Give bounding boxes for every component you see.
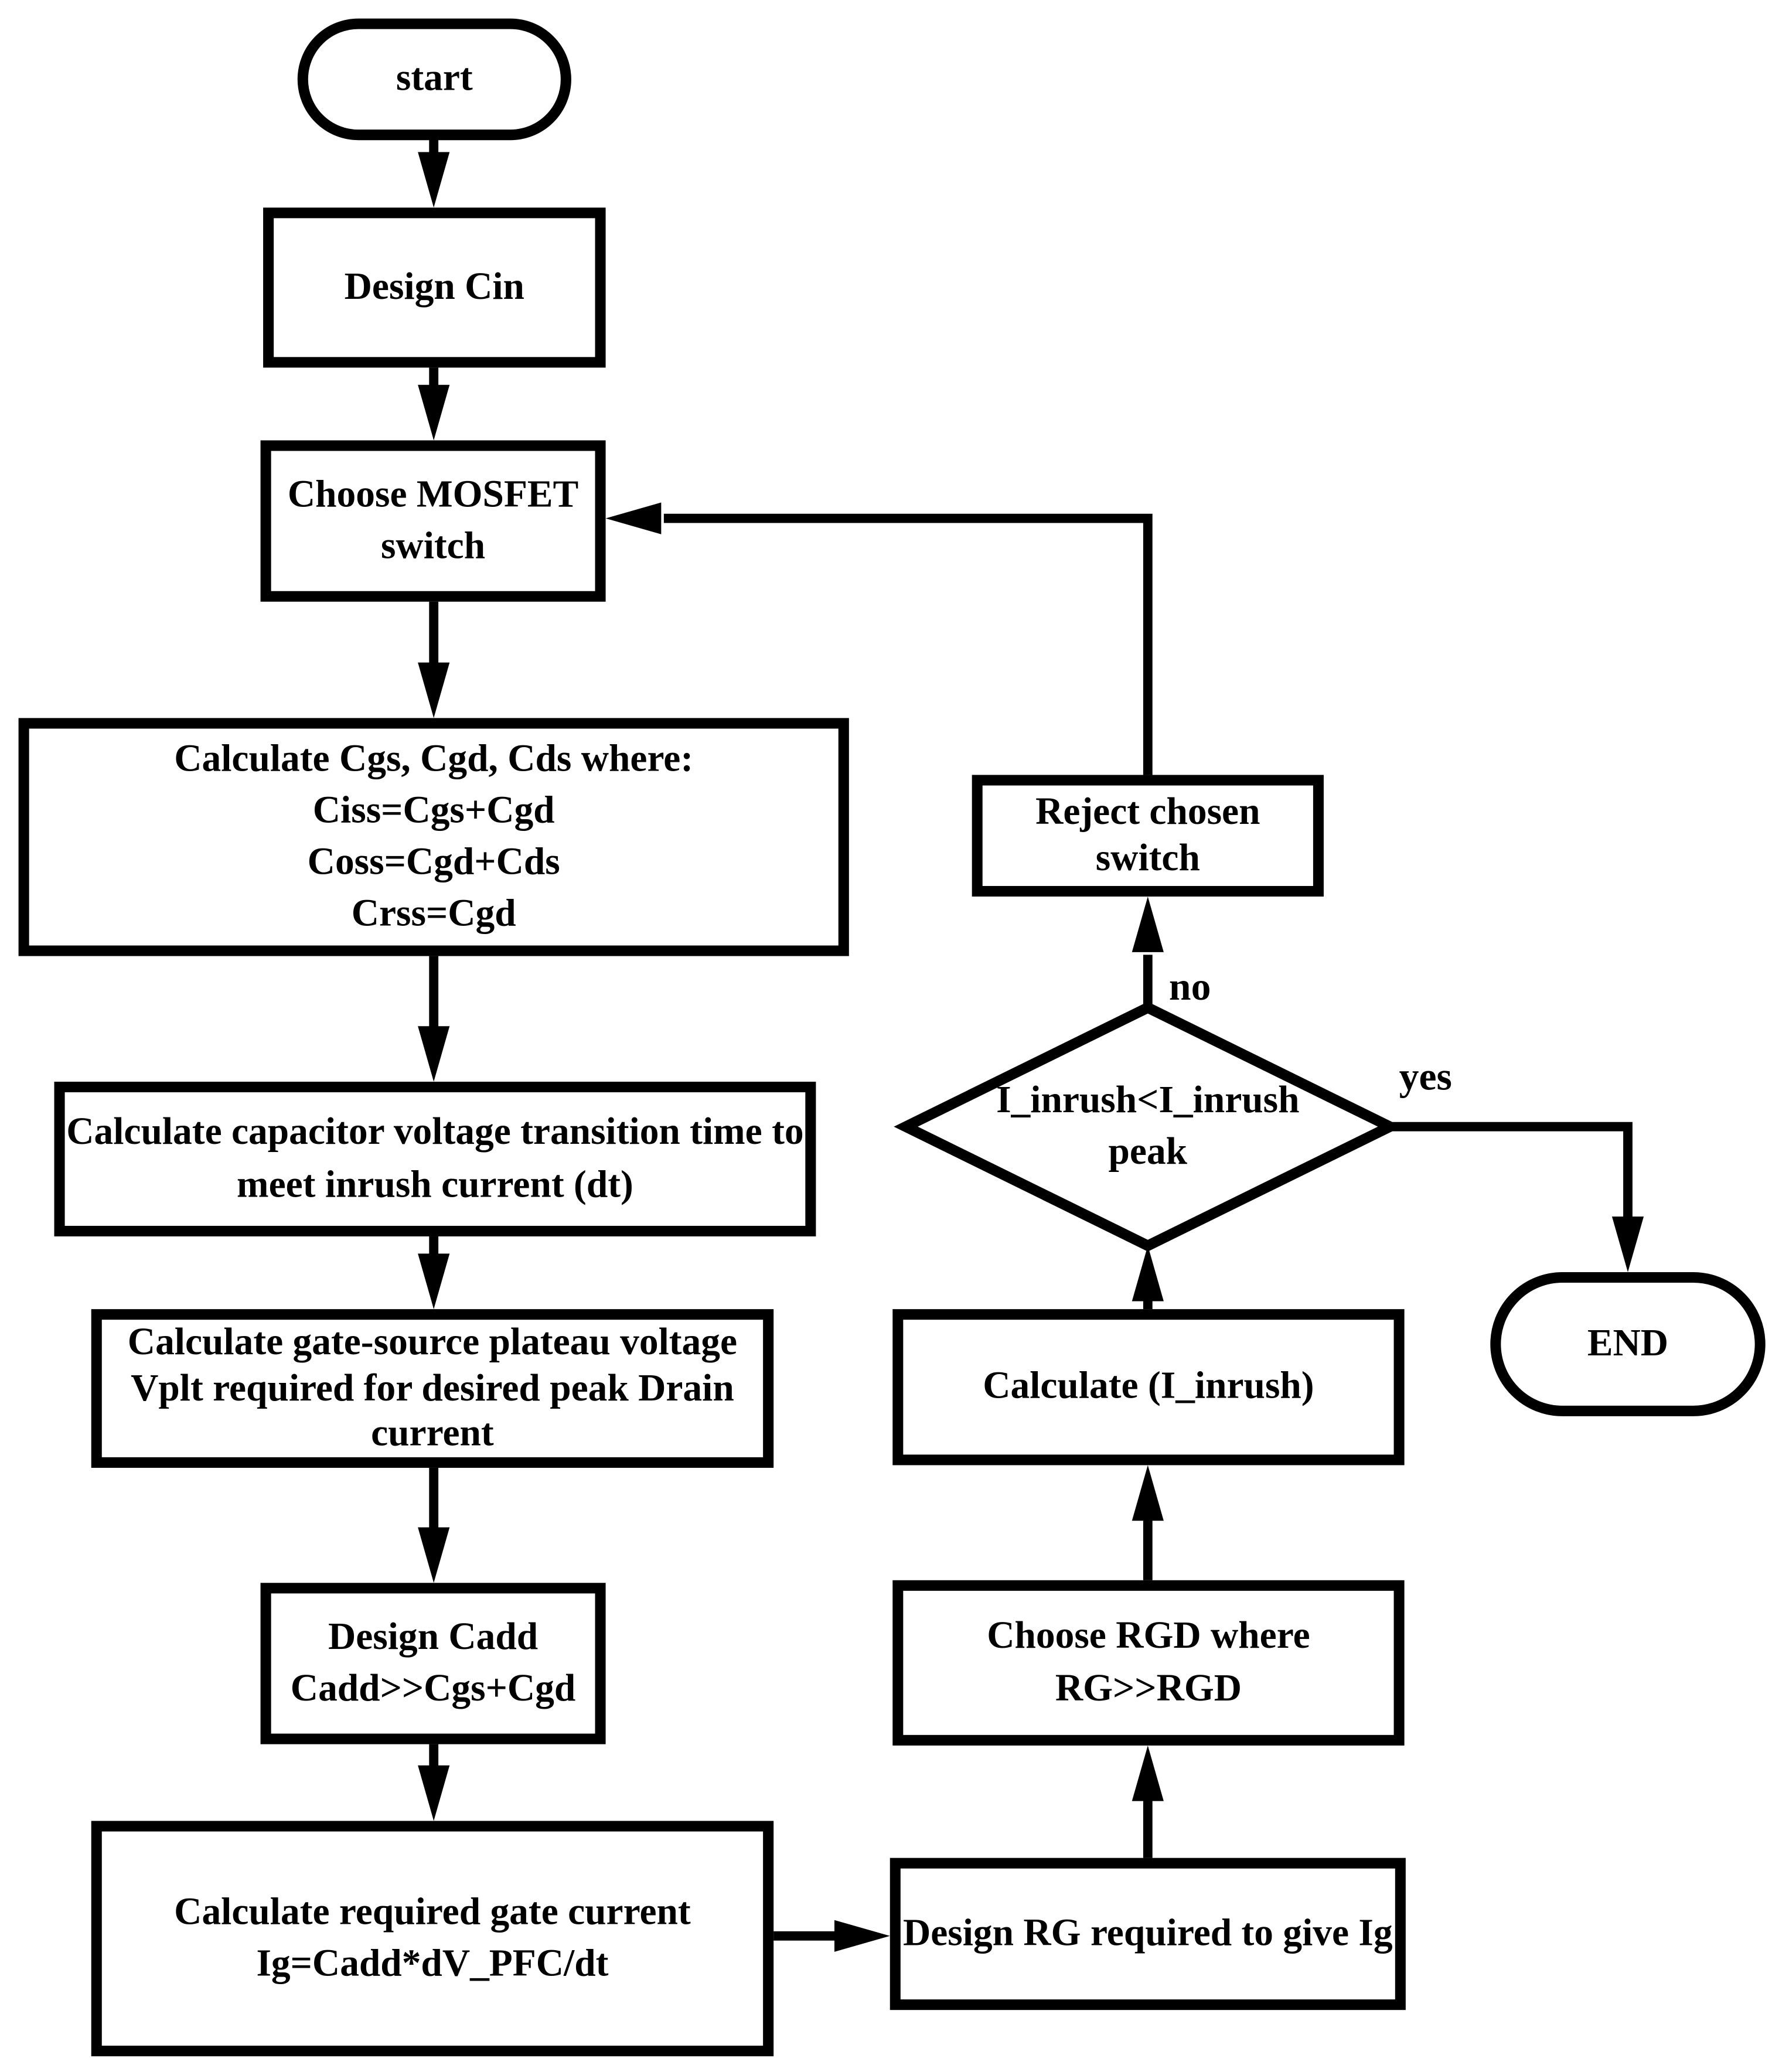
edge-calc-vplt-to-design-cadd <box>418 1465 450 1583</box>
node-calculate-inrush: Calculate (I_inrush) <box>892 1309 1405 1466</box>
node-label-line: switch <box>380 524 486 568</box>
node-label-line: Design Cadd <box>328 1616 539 1658</box>
edge-reject-to-choose-mosfet <box>605 502 1153 778</box>
node-label-line: Design Cin <box>344 265 524 308</box>
edge-calc-inrush-to-decision <box>1132 1245 1164 1312</box>
node-calculate-capacitances: Calculate Cgs, Cgd, Cds where: Ciss=Cgs+C… <box>18 718 849 956</box>
node-design-cin: Design Cin <box>263 207 606 368</box>
node-label-line: Choose RGD where <box>987 1615 1310 1658</box>
node-label-line: Calculate required gate current <box>174 1890 691 1933</box>
decision-diamond <box>894 1001 1402 1252</box>
node-end: END <box>1490 1272 1766 1416</box>
node-label-line: Ciss=Cgs+Cgd <box>312 789 555 832</box>
node-label-line: Coss=Cgd+Cds <box>307 841 560 884</box>
label-no: no <box>1168 965 1211 1009</box>
edge-design-cin-to-choose-mosfet <box>418 364 450 441</box>
node-start: start <box>297 18 571 141</box>
node-label-line: current <box>371 1413 494 1456</box>
node-label-line: start <box>396 57 473 100</box>
node-label-line: Design RG required to give Ig <box>902 1912 1393 1955</box>
node-label-line: END <box>1587 1322 1669 1365</box>
node-label-line: Calculate (I_inrush) <box>983 1365 1314 1408</box>
node-label-line: switch <box>1095 837 1200 880</box>
node-label-line: Choose MOSFET <box>287 473 579 516</box>
node-label-line: Calculate gate-source plateau voltage <box>127 1321 738 1364</box>
node-label-line: Calculate capacitor voltage transition t… <box>66 1111 804 1154</box>
node-label-line: peak <box>1108 1130 1188 1173</box>
edge-start-to-design-cin <box>418 137 450 208</box>
edge-decision-yes-to-end <box>1389 1122 1644 1272</box>
edge-choose-rgd-to-calc-inrush <box>1132 1465 1164 1583</box>
edge-design-cadd-to-calc-ig <box>418 1742 450 1821</box>
node-label-line: RG>>RGD <box>1055 1667 1242 1709</box>
edge-design-rg-to-choose-rgd <box>1132 1745 1164 1861</box>
label-yes: yes <box>1399 1055 1452 1099</box>
edge-choose-mosfet-to-calc-capacitances <box>418 599 450 718</box>
node-calculate-transition-time: Calculate capacitor voltage transition t… <box>54 1081 816 1237</box>
edge-decision-no-to-reject <box>1132 897 1164 1006</box>
node-label-line: meet inrush current (dt) <box>237 1163 633 1205</box>
node-label-line: Vplt required for desired peak Drain <box>131 1366 734 1409</box>
edge-calc-dt-to-calc-vplt <box>418 1233 450 1310</box>
edge-calc-ig-to-design-rg <box>771 1920 890 1952</box>
node-design-rg: Design RG required to give Ig <box>890 1858 1406 2010</box>
node-label-line: Cadd>>Cgs+Cgd <box>290 1667 576 1710</box>
node-label-line: I_inrush<I_inrush <box>996 1079 1300 1122</box>
edge-calc-capacitances-to-calc-dt <box>418 953 450 1082</box>
node-choose-mosfet-switch: Choose MOSFET switch <box>260 440 606 602</box>
node-label-line: Crss=Cgd <box>351 892 516 935</box>
node-label-line: Calculate Cgs, Cgd, Cds where: <box>174 737 694 780</box>
node-label-line: Reject chosen <box>1035 790 1260 834</box>
node-label-line: Ig=Cadd*dV_PFC/dt <box>256 1942 609 1985</box>
